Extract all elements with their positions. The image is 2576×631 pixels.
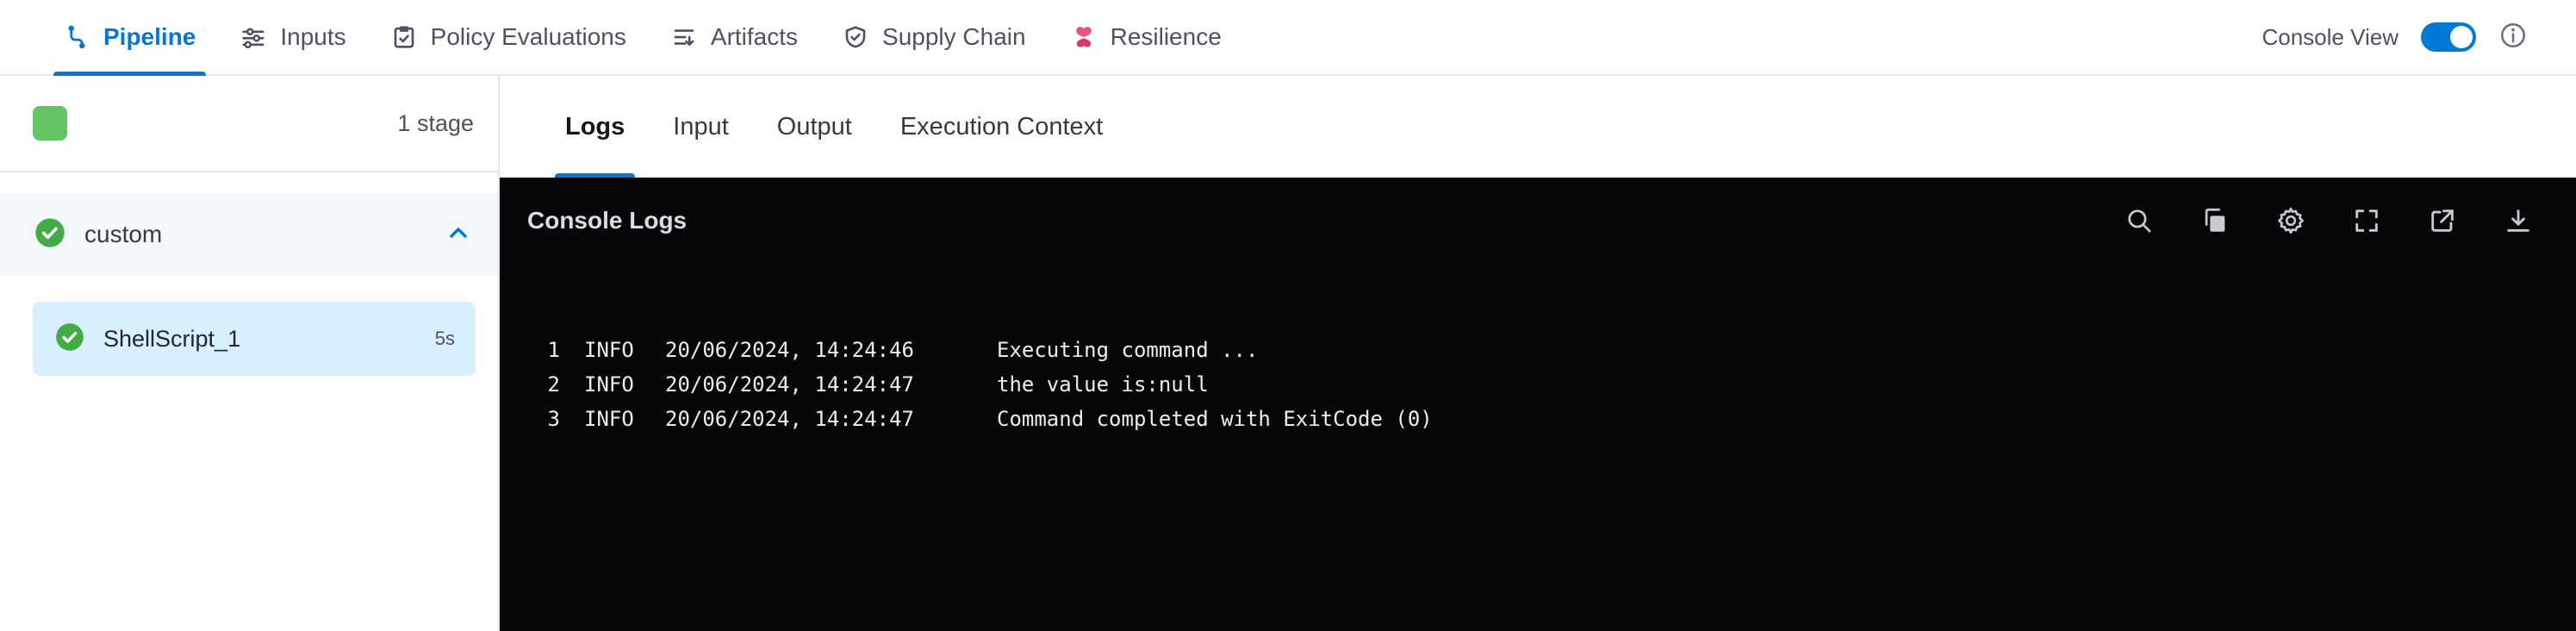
log-line: 3 INFO 20/06/2024, 14:24:47 Command comp…: [529, 402, 2576, 436]
toggle-knob: [2450, 26, 2473, 48]
nav-tab-supply-chain[interactable]: Supply Chain: [820, 0, 1048, 74]
step-duration: 5s: [434, 328, 455, 349]
search-icon[interactable]: [2123, 204, 2156, 237]
fullscreen-icon[interactable]: [2350, 204, 2383, 237]
log-line: 1 INFO 20/06/2024, 14:24:46 Executing co…: [529, 333, 2576, 367]
tab-label: Logs: [565, 112, 625, 141]
chevron-up-icon[interactable]: [445, 219, 472, 251]
execution-sidebar: 1 stage custom: [0, 76, 500, 631]
log-timestamp: 20/06/2024, 14:24:47: [665, 407, 914, 431]
console-panel: Console Logs: [500, 178, 2576, 631]
tab-label: Execution Context: [899, 112, 1104, 141]
log-message: Executing command ...: [997, 338, 1259, 362]
log-line-number: 1: [547, 338, 560, 362]
log-message: the value is:null: [997, 372, 1209, 397]
nav-tab-label: Resilience: [1110, 23, 1222, 50]
stage-count: 1 stage: [397, 109, 474, 136]
nav-tab-pipeline[interactable]: Pipeline: [41, 0, 218, 76]
log-timestamp: 20/06/2024, 14:24:47: [665, 372, 914, 397]
settings-gear-icon[interactable]: [2274, 204, 2307, 237]
log-level: INFO: [584, 338, 634, 362]
tab-label: Output: [776, 112, 852, 141]
nav-tab-policy-evaluations[interactable]: Policy Evaluations: [369, 0, 649, 74]
log-level: INFO: [584, 372, 634, 397]
step-label: ShellScript_1: [103, 325, 241, 352]
nav-right-controls: Console View: [2262, 0, 2535, 74]
tab-logs[interactable]: Logs: [541, 76, 649, 178]
nav-tab-label: Artifacts: [710, 23, 799, 50]
log-line-number: 3: [547, 407, 560, 431]
nav-tab-artifacts[interactable]: Artifacts: [649, 0, 820, 74]
tab-output[interactable]: Output: [753, 76, 876, 178]
download-icon[interactable]: [2502, 204, 2535, 237]
stage-group-custom[interactable]: custom: [0, 193, 498, 276]
resilience-icon: [1071, 24, 1097, 50]
content-tabs: Logs Input Output Execution Context: [500, 76, 2576, 178]
tab-input[interactable]: Input: [649, 76, 753, 178]
console-view-label: Console View: [2262, 23, 2399, 50]
main-layout: 1 stage custom: [0, 76, 2576, 631]
log-line: 2 INFO 20/06/2024, 14:24:47 the value is…: [529, 367, 2576, 402]
stage-group-label: custom: [84, 221, 163, 247]
console-toolbar: [2123, 204, 2535, 237]
top-navigation: Pipeline Inputs Policy Evaluations: [0, 0, 2576, 76]
step-row-shellscript-1[interactable]: ShellScript_1 5s: [33, 302, 476, 376]
log-message: Command completed with ExitCode (0): [997, 407, 1433, 431]
check-circle-icon: [53, 321, 86, 358]
supply-chain-icon: [843, 24, 868, 50]
nav-tab-label: Policy Evaluations: [430, 23, 626, 50]
log-line-number: 2: [547, 372, 560, 397]
inputs-icon: [240, 24, 266, 50]
console-log-output[interactable]: 1 INFO 20/06/2024, 14:24:46 Executing co…: [500, 264, 2576, 436]
nav-tab-inputs[interactable]: Inputs: [218, 0, 368, 74]
stage-status-icon: [33, 106, 67, 141]
sidebar-header: 1 stage: [0, 76, 498, 172]
log-level: INFO: [584, 407, 634, 431]
artifacts-icon: [671, 24, 697, 50]
log-timestamp: 20/06/2024, 14:24:46: [665, 338, 914, 362]
nav-tab-label: Pipeline: [103, 23, 196, 50]
console-header: Console Logs: [500, 178, 2576, 264]
info-icon[interactable]: [2498, 21, 2528, 54]
open-in-new-icon[interactable]: [2426, 204, 2459, 237]
tab-label: Input: [673, 112, 729, 141]
main-content: Logs Input Output Execution Context Cons…: [500, 76, 2576, 631]
console-view-toggle[interactable]: [2421, 22, 2476, 52]
pipeline-icon: [64, 24, 90, 50]
nav-tab-label: Inputs: [280, 23, 346, 50]
console-title: Console Logs: [527, 207, 688, 234]
policy-evaluations-icon: [391, 24, 417, 50]
nav-tab-label: Supply Chain: [882, 23, 1026, 50]
nav-tab-resilience[interactable]: Resilience: [1048, 0, 1244, 74]
tab-execution-context[interactable]: Execution Context: [876, 76, 1127, 178]
copy-icon[interactable]: [2199, 204, 2231, 237]
check-circle-icon: [33, 216, 67, 254]
